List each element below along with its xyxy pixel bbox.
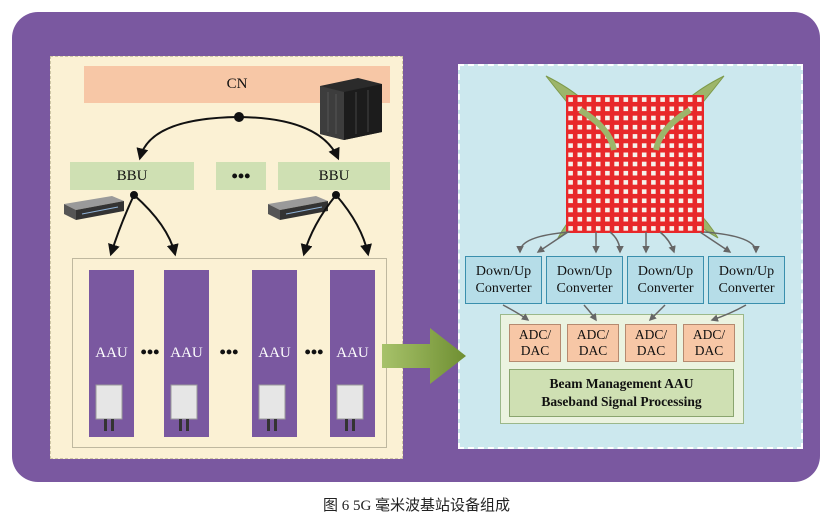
bbu-hardware-icon (268, 196, 328, 220)
aau-antenna-icon (258, 384, 286, 431)
adc-dac-box-4: ADC/DAC (683, 324, 735, 362)
server-rack-icon (320, 78, 382, 140)
figure-caption: 图 6 5G 毫米波基站设备组成 (322, 497, 511, 514)
adc-dac-box-1: ADC/DAC (509, 324, 561, 362)
bbu-box-1: BBU (70, 162, 194, 190)
aau-label: AAU (336, 345, 369, 361)
aau-label: AAU (258, 345, 291, 361)
aau-antenna-icon (336, 384, 364, 431)
antenna-array (545, 75, 725, 240)
bbu-label: BBU (318, 167, 350, 184)
adc-dac-box-2: ADC/DAC (567, 324, 619, 362)
cn-bbu-connectors (136, 112, 340, 161)
bbu-ellipsis: ••• (231, 165, 251, 186)
aau-antenna-icon (95, 384, 123, 431)
aau-ellipsis-1: ••• (140, 341, 160, 362)
bbu-box-2: BBU (278, 162, 390, 190)
bbu-aau-connectors (108, 191, 372, 257)
adc-dac-box-3: ADC/DAC (625, 324, 677, 362)
aau-label: AAU (170, 345, 203, 361)
array-converter-connectors (516, 231, 760, 254)
aau-ellipsis-3: ••• (304, 341, 324, 362)
bbu-label: BBU (116, 167, 148, 184)
aau-label: AAU (95, 345, 128, 361)
aau-antenna-icon (170, 384, 198, 431)
aau-ellipsis-2: ••• (219, 341, 239, 362)
bbu-hardware-icon (64, 196, 124, 220)
converter-adc-connectors (502, 304, 747, 322)
expand-arrow (382, 328, 466, 384)
core-network-label: CN (226, 76, 248, 92)
bbu-ellipsis-box: ••• (216, 162, 266, 190)
